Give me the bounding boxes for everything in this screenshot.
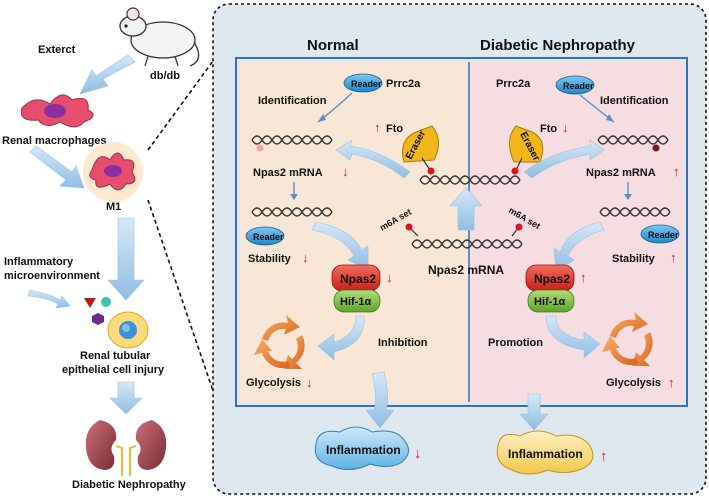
normal-hif-box [333, 289, 381, 313]
normal-mrna-to-stability-arrow [290, 194, 298, 200]
normal-npas2-down-arrow: ↓ [386, 270, 393, 285]
dn-npas2-mrna-label: Npas2 mRNA [586, 167, 656, 179]
disease-label: Diabetic Nephropathy [72, 479, 187, 491]
inner-frame [235, 57, 688, 407]
normal-npas2-label: Npas2 [340, 272, 376, 286]
macrophage-label: Renal macrophages [2, 135, 107, 147]
micro-label-2: microenvironment [4, 270, 100, 282]
normal-hif-label: Hif-1α [340, 296, 371, 308]
macrophage-icon [20, 94, 94, 128]
normal-npas2-mrna-label: Npas2 mRNA [253, 167, 323, 179]
mouse-icon [119, 7, 200, 67]
dn-glycolysis-cycle-icon [602, 312, 653, 366]
dn-mrna-helix-top [597, 135, 669, 145]
arrow-center-to-normal-mrna [335, 139, 411, 179]
normal-glycolysis-down-arrow: ↓ [306, 375, 313, 390]
dn-fto-label: Fto [540, 123, 557, 135]
dn-fto-down-arrow: ↓ [562, 120, 569, 135]
normal-inflammation-blob [314, 426, 409, 470]
arrow-center-to-dn-mrna [523, 139, 605, 179]
normal-title: Normal [307, 37, 359, 54]
normal-reader-mid-label: Reader [253, 232, 284, 242]
injury-label-1: Renal tubular [80, 350, 151, 362]
dn-npas2-up-arrow: ↑ [580, 270, 587, 285]
zoom-line-top [147, 23, 241, 151]
normal-reader-top-label: Reader [351, 79, 382, 89]
dn-arrow-to-glycolysis [545, 315, 601, 359]
zoom-line-bottom [147, 199, 241, 471]
dn-hif-box [527, 289, 575, 313]
dn-m6a-dot-top [652, 144, 660, 152]
normal-inflammation-down-arrow: ↓ [414, 445, 422, 462]
normal-stability-label: Stability [248, 253, 292, 265]
dn-title: Diabetic Nephropathy [480, 37, 636, 54]
dn-reader-mid-label: Reader [648, 230, 679, 240]
m1-cell-icon [83, 142, 143, 202]
arrow-m1-down [107, 217, 145, 301]
arrow-injury-to-kidney [109, 381, 143, 415]
normal-reader-mid [245, 226, 285, 246]
center-mrna-helix-top [419, 175, 521, 185]
center-mrna-label: Npas2 mRNA [428, 263, 504, 277]
dn-hif-label: Hif-1α [534, 296, 565, 308]
extract-label: Exterct [38, 44, 76, 56]
dn-arrow-to-inflammation [519, 393, 549, 431]
dn-reader-mid [640, 224, 680, 244]
normal-stability-down-arrow: ↓ [302, 250, 309, 265]
dn-prrc2a-label: Prrc2a [496, 78, 531, 90]
dn-mrna-helix-mid [599, 207, 671, 217]
normal-inflammation-label: Inflammation [326, 443, 401, 457]
dn-eraser-icon [509, 125, 544, 175]
center-m6a-dot-right [515, 223, 523, 231]
dn-reader-top [555, 75, 595, 95]
micro-label-1: Inflammatory [4, 256, 74, 268]
dn-stability-label: Stability [612, 253, 656, 265]
center-up-arrow [449, 187, 483, 231]
dn-stability-up-arrow: ↑ [670, 250, 677, 265]
mouse-label: db/db [150, 70, 180, 82]
normal-glycolysis-cycle-icon [254, 315, 305, 369]
dn-inflammation-up-arrow: ↑ [600, 448, 608, 465]
kidney-icon [85, 420, 167, 476]
dn-mrna-up-arrow: ↑ [673, 164, 680, 179]
normal-fto-label: Fto [386, 123, 403, 135]
dn-inflammation-label: Inflammation [508, 447, 583, 461]
arrow-micro-to-cytokines [27, 289, 71, 309]
dn-inflammation-blob [496, 430, 594, 475]
normal-mrna-helix-mid [251, 207, 333, 217]
normal-mrna-helix-top [251, 135, 333, 145]
dn-mrna-to-stability-arrow [624, 194, 632, 200]
dn-promotion-label: Promotion [488, 337, 543, 349]
dn-identification-label: Identification [600, 95, 669, 107]
center-m6a-dot-left [405, 223, 413, 231]
center-mrna-helix-bottom [411, 239, 523, 249]
cytokine-icons [84, 297, 111, 325]
normal-m6a-dot-top [256, 144, 264, 152]
normal-inhibition-label: Inhibition [378, 337, 428, 349]
dn-glycolysis-label: Glycolysis [606, 377, 661, 389]
injury-label-2: epithelial cell injury [62, 364, 165, 376]
arrow-mouse-to-macrophage [79, 54, 136, 95]
normal-glycolysis-label: Glycolysis [246, 377, 301, 389]
arrow-macrophage-to-m1 [29, 145, 85, 189]
normal-identification-label: Identification [258, 95, 327, 107]
normal-reader-top [343, 73, 383, 93]
epithelial-cell-icon [107, 311, 149, 349]
normal-arrow-to-inflammation [365, 371, 395, 429]
dn-reader-top-label: Reader [563, 81, 594, 91]
normal-fto-up-arrow: ↑ [374, 120, 381, 135]
normal-prrc2a-label: Prrc2a [386, 78, 421, 90]
normal-mrna-down-arrow: ↓ [342, 164, 349, 179]
dn-npas2-label: Npas2 [534, 272, 570, 286]
normal-arrow-to-glycolysis [317, 315, 365, 361]
dn-glycolysis-up-arrow: ↑ [668, 375, 675, 390]
m1-label: M1 [106, 201, 121, 213]
normal-eraser-icon [402, 125, 439, 175]
